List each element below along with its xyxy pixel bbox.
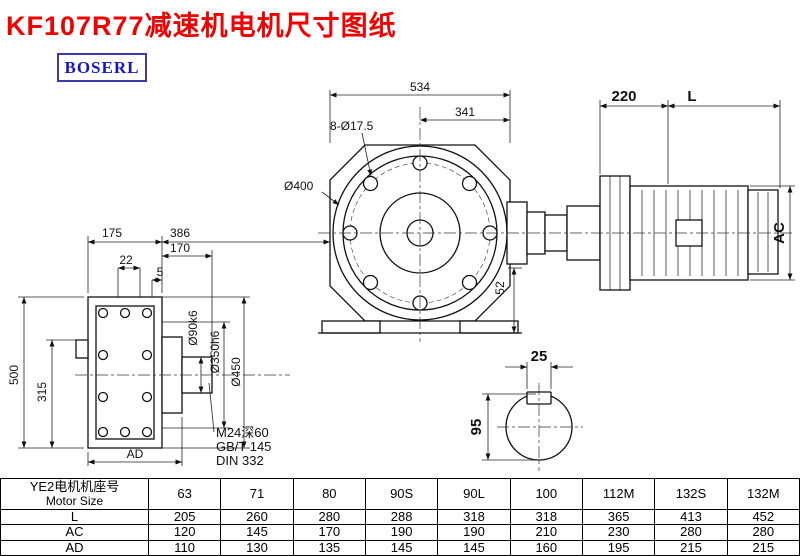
table-cell: 280 — [654, 524, 728, 541]
table-cell: 120 — [147, 524, 222, 541]
dim-flange-400: Ø400 — [284, 179, 314, 193]
table-cell: 318 — [509, 508, 583, 526]
cover-bolts — [97, 307, 153, 438]
table-cell: 110 — [147, 539, 222, 556]
dim-315: 315 — [35, 382, 49, 402]
motor-size-table: YE2电机机座号 Motor Size 63 71 80 90S 90L 100… — [0, 478, 800, 556]
dim-175: 175 — [102, 226, 122, 240]
size-col: 90L — [437, 478, 511, 510]
dim-95: 95 — [468, 419, 485, 436]
table-cell: 280 — [726, 524, 800, 541]
table-cell: 190 — [437, 524, 511, 541]
output-cover — [87, 296, 163, 449]
dimension-lines — [18, 90, 795, 466]
size-col: 80 — [292, 478, 366, 510]
size-col: 63 — [147, 478, 222, 510]
table-cell: 365 — [581, 508, 656, 526]
dim-spigot-350: Ø350h6 — [208, 330, 222, 373]
centerlines — [75, 107, 792, 471]
dim-shaft-90k6: Ø90k6 — [186, 310, 200, 346]
page-title: KF107R77减速机电机尺寸图纸 — [6, 11, 397, 41]
dimension-labels: 534 341 8-Ø17.5 Ø400 52 220 L AC 175 386… — [7, 80, 788, 468]
size-col: 112M — [581, 478, 656, 510]
table-cell: 230 — [581, 524, 656, 541]
table-cell: 145 — [437, 539, 511, 556]
table-row-L: L 205 260 280 288 318 318 365 413 452 — [0, 508, 800, 526]
table-cell: 413 — [654, 508, 728, 526]
motor-size-header-en: Motor Size — [45, 493, 104, 508]
dim-AD: AD — [127, 447, 144, 461]
table-cell: 210 — [509, 524, 583, 541]
table-cell: 318 — [437, 508, 511, 526]
table-row-AD: AD 110 130 135 145 145 160 195 215 215 — [0, 539, 800, 556]
table-cell: 205 — [147, 508, 222, 526]
dim-L: L — [687, 88, 696, 105]
table-cell: 145 — [364, 539, 439, 556]
dim-22: 22 — [119, 253, 133, 267]
table-header-row: YE2电机机座号 Motor Size 63 71 80 90S 90L 100… — [0, 478, 800, 510]
row-label: AC — [0, 524, 149, 541]
bolt-note: 8-Ø17.5 — [330, 119, 374, 133]
table-cell: 215 — [726, 539, 800, 556]
table-cell: 215 — [654, 539, 728, 556]
dim-170: 170 — [170, 241, 190, 255]
table-cell: 280 — [292, 508, 366, 526]
dim-flange-450: Ø450 — [229, 357, 243, 387]
right-foot — [459, 320, 519, 334]
table-cell: 135 — [292, 539, 366, 556]
table-cell: 190 — [364, 524, 439, 541]
table-cell: 130 — [220, 539, 294, 556]
table-row-AC: AC 120 145 170 190 190 210 230 280 280 — [0, 524, 800, 541]
dim-534: 534 — [410, 80, 430, 94]
size-col: 132M — [726, 478, 800, 510]
size-col: 132S — [654, 478, 728, 510]
table-cell: 160 — [509, 539, 583, 556]
motor-size-header: YE2电机机座号 Motor Size — [0, 478, 149, 510]
left-foot — [321, 320, 381, 334]
dim-386: 386 — [170, 226, 190, 240]
size-col: 90S — [364, 478, 439, 510]
table-cell: 170 — [292, 524, 366, 541]
table-cell: 288 — [364, 508, 439, 526]
dim-220: 220 — [611, 88, 636, 105]
dim-500: 500 — [7, 365, 21, 385]
std-note-gbt: GB/T 145 — [216, 439, 271, 454]
row-label: AD — [0, 539, 149, 556]
brand-logo: BOSERL — [57, 53, 147, 82]
size-col: 71 — [220, 478, 294, 510]
tap-note: M24深60 — [216, 425, 269, 440]
row-label: L — [0, 508, 149, 526]
dim-52: 52 — [493, 281, 507, 295]
motor-size-header-cn: YE2电机机座号 — [29, 479, 120, 495]
table-cell: 145 — [220, 524, 294, 541]
dim-341: 341 — [455, 105, 475, 119]
dim-25: 25 — [531, 348, 548, 365]
dim-5: 5 — [157, 265, 164, 279]
std-note-din: DIN 332 — [216, 453, 264, 468]
size-col: 100 — [509, 478, 583, 510]
table-cell: 260 — [220, 508, 294, 526]
motor-view — [599, 175, 779, 291]
dim-AC: AC — [771, 222, 788, 244]
table-cell: 195 — [581, 539, 656, 556]
table-cell: 452 — [726, 508, 800, 526]
fan-cover — [747, 189, 779, 275]
